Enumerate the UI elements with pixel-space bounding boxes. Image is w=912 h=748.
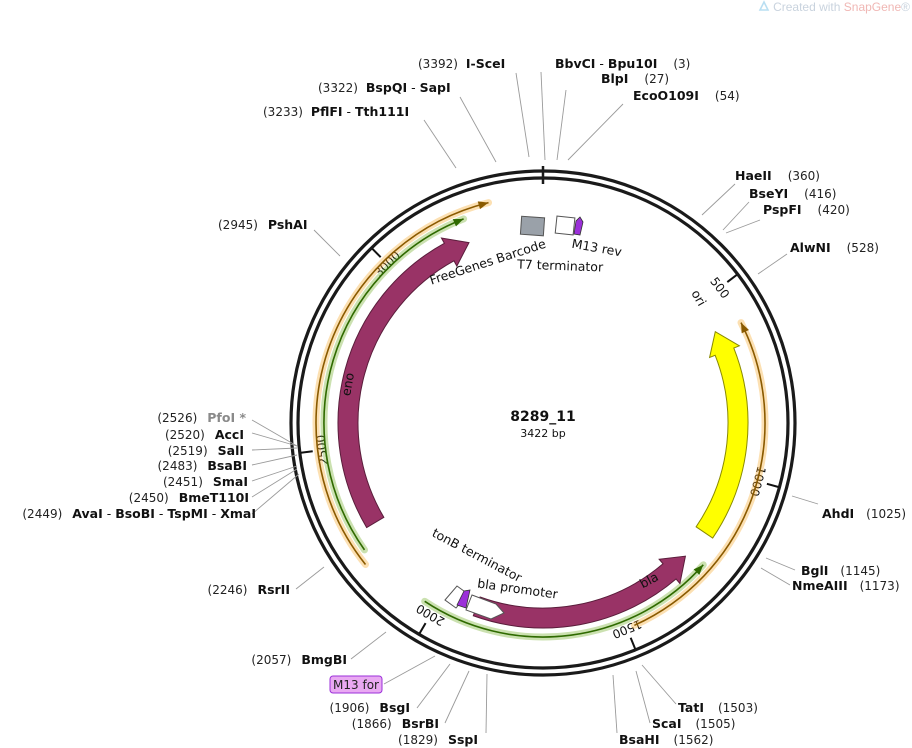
- small-features: [444, 215, 584, 620]
- orf-arrowhead-0: [741, 322, 749, 334]
- tick-mark-2000: [418, 622, 427, 634]
- feature-arc-ori: [695, 330, 749, 539]
- m13-rev-arrow: [573, 216, 584, 236]
- orf-line-0: [634, 322, 766, 627]
- feature-label-t7-terminator: T7 terminator: [516, 256, 604, 274]
- m13-for-arrow: [456, 589, 471, 609]
- site-pfoi: (2526)PfoI *: [157, 410, 246, 425]
- t7-terminator-box: [554, 215, 576, 236]
- bla-promoter-arrow: [465, 594, 505, 620]
- orf-line-3: [323, 218, 464, 551]
- tick-label-500: 500: [707, 275, 732, 302]
- backbone: [289, 166, 797, 677]
- site-bsgi: (1906)BsgI: [330, 700, 410, 715]
- site-alwni: AlwNI(528): [790, 240, 879, 255]
- site-rsrii: (2246)RsrII: [208, 582, 290, 597]
- site-ecoo109i: EcoO109I(54): [633, 88, 740, 103]
- site-avai-group: (2449)AvaI - BsoBI - TspMI - XmaI: [22, 506, 256, 521]
- orf-arrowhead-3: [452, 218, 464, 227]
- tick-mark-3000: [371, 247, 382, 258]
- site-bgli: BglI(1145): [801, 563, 880, 578]
- site-sspi: (1829)SspI: [398, 732, 478, 747]
- site-blpi: BlpI(27): [601, 71, 669, 86]
- site-smai: (2451)SmaI: [163, 474, 248, 489]
- feature-label-m13-rev: M13 rev: [571, 236, 624, 260]
- watermark-brand: SnapGene: [843, 0, 902, 14]
- site-bsabi: (2483)BsaBI: [158, 458, 248, 473]
- feature-label-eno: eno: [338, 371, 357, 397]
- watermark-suffix: ®: [901, 0, 910, 14]
- site-acci: (2520)AccI: [165, 427, 244, 442]
- feature-label-ori: ori: [688, 287, 709, 309]
- tick-mark-1500: [629, 637, 637, 650]
- tick-mark-1000: [766, 482, 779, 488]
- freegenes-barcode-box: [519, 215, 546, 237]
- site-bsrbi: (1866)BsrBI: [352, 716, 439, 731]
- orf-arrowhead-1: [693, 564, 704, 575]
- site-pflfi-tth111i: (3233)PflFI - Tth111I: [263, 104, 409, 119]
- site-sali: (2519)SalI: [168, 443, 244, 458]
- leader-lines: [251, 71, 819, 734]
- m13-for-primer-label: M13 for: [333, 678, 379, 692]
- site-pshai: (2945)PshAI: [218, 217, 308, 232]
- feature-arc-bla: [472, 555, 687, 629]
- site-scai: ScaI(1505): [652, 716, 735, 731]
- site-nmeaiii: NmeAIII(1173): [792, 578, 900, 593]
- m13-for-primer-box: M13 for: [329, 675, 383, 694]
- site-pspfi: PspFI(420): [763, 202, 850, 217]
- tick-mark-500: [726, 274, 738, 283]
- feature-arc-eno: [337, 237, 470, 529]
- site-isce-i: (3392)I-SceI: [418, 56, 505, 71]
- restriction-site-labels: (3392)I-SceI (3322)BspQI - SapI (3233)Pf…: [22, 56, 906, 747]
- orf-arrowhead-2: [477, 201, 489, 210]
- plasmid-length: 3422 bp: [520, 427, 565, 440]
- site-haeii: HaeII(360): [735, 168, 820, 183]
- snapgene-watermark: Created with SnapGene®: [758, 0, 910, 14]
- site-bsahi: BsaHI(1562): [619, 732, 713, 747]
- site-bmet110i: (2450)BmeT110I: [129, 490, 249, 505]
- snapgene-logo-icon: [758, 0, 770, 11]
- feature-arcs: [337, 237, 749, 629]
- orf-line-2: [315, 201, 489, 565]
- site-ahdi: AhdI(1025): [822, 506, 906, 521]
- tick-mark-2500: [300, 450, 313, 454]
- plasmid-name: 8289_11: [510, 409, 575, 425]
- watermark-prefix: Created with: [773, 0, 844, 14]
- site-bseyi: BseYI(416): [749, 186, 836, 201]
- orf-arcs: [312, 199, 769, 641]
- site-bbvci-bpu10i: BbvCI - Bpu10I(3): [555, 56, 690, 71]
- site-bspqi-sapi: (3322)BspQI - SapI: [318, 80, 451, 95]
- plasmid-center-label: 8289_11 3422 bp: [510, 409, 575, 440]
- orf-line-1: [424, 564, 704, 638]
- site-bmgbi: (2057)BmgBI: [251, 652, 347, 667]
- site-tati: TatI(1503): [678, 700, 758, 715]
